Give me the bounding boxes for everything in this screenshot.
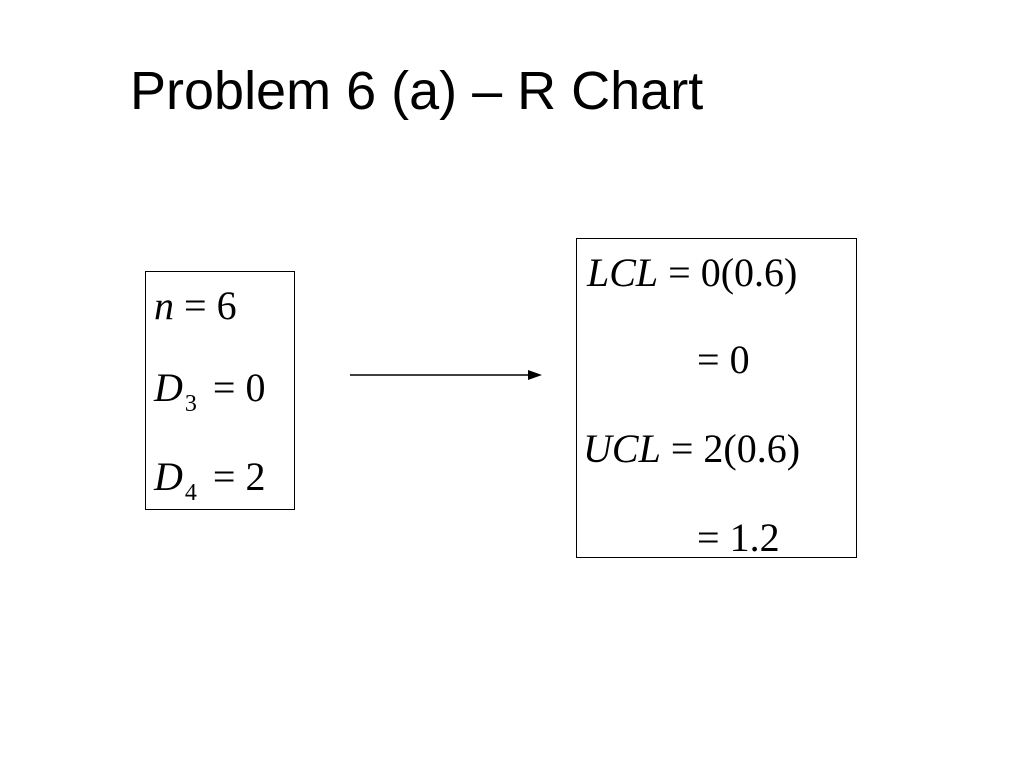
subscript-3: 3 — [184, 391, 197, 417]
equation-lcl-value: =0 — [687, 340, 750, 380]
slide-title: Problem 6 (a) – R Chart — [130, 61, 704, 121]
value-lcl: 0 — [729, 337, 750, 382]
value-d4: 2 — [245, 454, 266, 499]
equation-lcl: LCL=0(0.6) — [587, 253, 797, 293]
expression-ucl: 2(0.6) — [703, 426, 801, 471]
expression-lcl: 0(0.6) — [700, 250, 798, 295]
value-d3: 0 — [245, 365, 266, 410]
variable-d: D — [154, 454, 183, 499]
givens-box: n=6 D3=0 D4=2 — [145, 271, 295, 510]
equals-sign: = — [212, 454, 236, 499]
equation-n: n=6 — [154, 286, 237, 326]
equals-sign: = — [184, 283, 207, 328]
variable-lcl: LCL — [587, 250, 659, 295]
value-n: 6 — [216, 283, 237, 328]
equation-ucl: UCL=2(0.6) — [583, 429, 800, 469]
equation-d4: D4 =2 — [154, 454, 266, 506]
equals-sign: = — [697, 337, 720, 382]
arrow-right-icon — [350, 370, 542, 380]
equals-sign: = — [212, 365, 236, 410]
equals-sign: = — [670, 426, 694, 471]
variable-ucl: UCL — [583, 426, 661, 471]
subscript-4: 4 — [184, 480, 197, 506]
results-box: LCL=0(0.6) =0 UCL=2(0.6) =1.2 — [576, 238, 857, 558]
equation-ucl-value: =1.2 — [687, 518, 780, 558]
equals-sign: = — [668, 250, 691, 295]
equation-d3: D3 =0 — [154, 365, 266, 417]
variable-n: n — [154, 283, 174, 328]
equals-sign: = — [697, 515, 720, 560]
variable-d: D — [154, 365, 183, 410]
value-ucl: 1.2 — [729, 515, 780, 560]
